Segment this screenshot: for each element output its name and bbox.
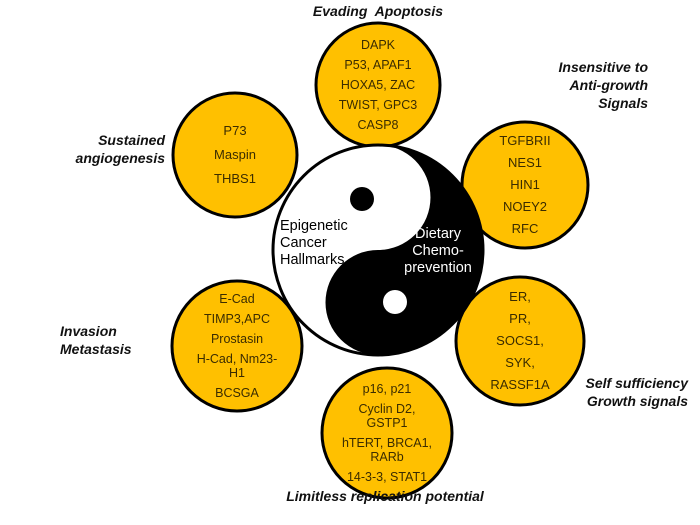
gene: Prostasin	[210, 332, 264, 346]
gene: RASSF1A	[490, 377, 550, 392]
title-line: Invasion	[60, 323, 117, 339]
label-line: Hallmarks	[280, 252, 345, 268]
bubble-selfsufficiency: ER, PR, SOCS1, SYK, RASSF1A	[456, 277, 584, 405]
label-line: prevention	[404, 260, 472, 276]
title-line: Metastasis	[60, 341, 132, 357]
title-invasion: Invasion Metastasis	[60, 322, 132, 358]
gene: 14-3-3, STAT1	[346, 470, 428, 484]
gene: RFC	[511, 221, 539, 236]
gene: NOEY2	[502, 199, 548, 214]
bubble-apoptosis: DAPK P53, APAF1 HOXA5, ZAC TWIST, GPC3 C…	[316, 23, 440, 147]
bubble-shape-selfsufficiency	[454, 275, 586, 407]
bubble-antigrowth: TGFBRII NES1 HIN1 NOEY2 RFC	[462, 122, 588, 248]
yin-yang-white-dot	[383, 290, 407, 314]
gene: SOCS1,	[496, 333, 544, 348]
gene: H-Cad, Nm23-H1	[196, 352, 278, 380]
label-line: Epigenetic	[280, 218, 348, 234]
gene: Cyclin D2, GSTP1	[358, 402, 416, 430]
title-line: Self sufficiency	[585, 375, 688, 391]
yin-yang-black-dot	[350, 187, 374, 211]
label-line: Dietary	[415, 226, 461, 242]
title-line: Insensitive to	[558, 59, 648, 75]
title-line: Growth signals	[586, 393, 688, 409]
gene: CASP8	[357, 118, 399, 132]
gene: PR,	[509, 311, 531, 326]
gene: TWIST, GPC3	[338, 98, 418, 112]
gene: Maspin	[214, 147, 256, 162]
bubble-invasion: E-Cad TIMP3,APC Prostasin H-Cad, Nm23-H1…	[182, 281, 292, 411]
title-evading-apoptosis: Evading Apoptosis	[312, 3, 444, 19]
bubble-shape-invasion	[170, 279, 304, 413]
title-replication: Limitless replication potential	[286, 488, 484, 504]
title-angiogenesis: Sustained angiogenesis	[40, 131, 165, 167]
yin-yang-black-half	[325, 145, 483, 355]
title-line: Anti-growth	[569, 77, 648, 93]
title-selfsufficiency: Self sufficiency Growth signals	[570, 374, 688, 410]
gene: HOXA5, ZAC	[340, 78, 416, 92]
gene: TGFBRII	[499, 133, 551, 148]
gene: HIN1	[510, 177, 540, 192]
bubble-shape-angiogenesis	[171, 91, 299, 219]
gene: p16, p21	[362, 382, 412, 396]
center-right-label: Dietary Chemo- prevention	[396, 226, 480, 277]
gene: THBS1	[214, 171, 256, 186]
bubble-replication: p16, p21 Cyclin D2, GSTP1 hTERT, BRCA1, …	[327, 368, 447, 498]
bubble-angiogenesis: P73 Maspin THBS1	[173, 93, 297, 217]
gene: NES1	[508, 155, 542, 170]
title-antigrowth: Insensitive to Anti-growth Signals	[540, 58, 648, 112]
center-left-label: Epigenetic Cancer Hallmarks	[280, 218, 348, 269]
gene: ER,	[509, 289, 531, 304]
gene: SYK,	[505, 355, 535, 370]
gene: DAPK	[360, 38, 396, 52]
gene: E-Cad	[219, 292, 255, 306]
title-line: angiogenesis	[75, 150, 165, 166]
gene: P53, APAF1	[344, 58, 412, 72]
gene: BCSGA	[215, 386, 259, 400]
gene: P73	[223, 123, 247, 138]
gene: hTERT, BRCA1, RARb	[341, 436, 433, 464]
gene: TIMP3,APC	[204, 312, 270, 326]
title-line: Sustained	[98, 132, 165, 148]
title-line: Signals	[598, 95, 648, 111]
label-line: Cancer	[280, 235, 327, 251]
bubble-shape-replication	[320, 366, 454, 500]
label-line: Chemo-	[412, 243, 464, 259]
